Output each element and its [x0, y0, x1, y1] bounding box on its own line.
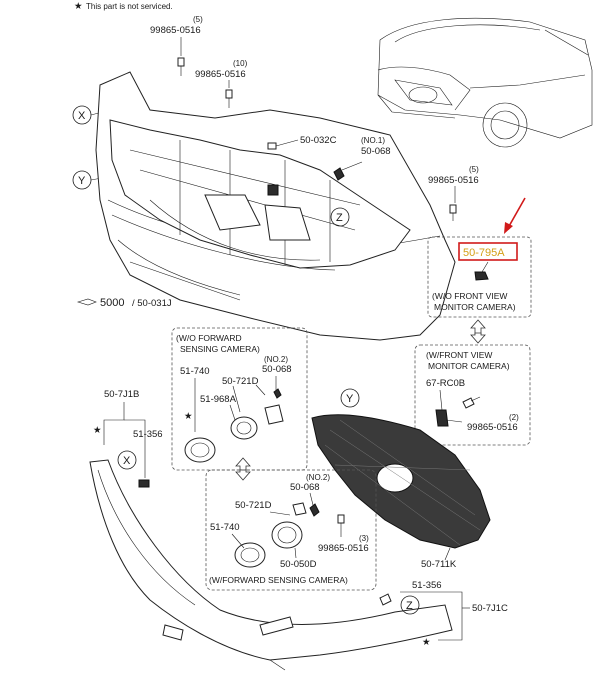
- note-star: ★: [74, 1, 83, 12]
- bolt-top-1: [177, 57, 185, 76]
- label-50-721d-a: 50-721D: [222, 376, 259, 387]
- label-50-068: 50-068: [361, 146, 391, 157]
- label-50-795a: 50-795A: [463, 247, 505, 259]
- bolt-fwd-qty: (3): [359, 534, 369, 543]
- label-50-721d-b: 50-721D: [235, 500, 272, 511]
- clip-50-068-b: [309, 492, 320, 517]
- bolt-right-label: 99865-0516: [428, 175, 479, 186]
- label-50-7j1b: 50-7J1B: [104, 389, 139, 400]
- bolt-top-qty: (5): [193, 15, 203, 24]
- label-50-068-b: 50-068: [290, 482, 320, 493]
- w-front-view-2: MONITOR CAMERA): [428, 361, 510, 371]
- bolt-right-qty: (5): [469, 165, 479, 174]
- double-arrow-middle: [235, 457, 251, 481]
- clip-50-068-a: [255, 376, 282, 399]
- w-forward-label: (W/FORWARD SENSING CAMERA): [209, 575, 348, 585]
- wo-front-view-2: MONITOR CAMERA): [434, 302, 516, 312]
- bolt-fwd: [337, 514, 345, 537]
- wo-front-view-1: (W/O FRONT VIEW: [432, 291, 507, 301]
- callout-z-top: [330, 207, 350, 227]
- clip-50-068-no1: [333, 161, 363, 181]
- label-no2-a: (NO.2): [264, 355, 288, 364]
- star-c: ★: [422, 637, 431, 648]
- callout-y-grille: [340, 388, 360, 408]
- label-5000: 5000: [100, 297, 124, 309]
- label-51-740-b: 51-740: [210, 522, 240, 533]
- emblem-a: [230, 416, 258, 440]
- callout-y-grille-label: Y: [346, 393, 354, 405]
- red-arrow-head: [504, 222, 513, 234]
- star-b: ★: [93, 425, 102, 436]
- emblem-b: [271, 521, 303, 549]
- wo-forward-2: SENSING CAMERA): [180, 344, 260, 354]
- callout-x-top-label: X: [78, 110, 86, 122]
- box-wo-forward-sensing: [171, 327, 308, 471]
- callout-z-lower: [400, 595, 420, 615]
- callout-z-top-label: Z: [336, 212, 343, 224]
- bolt-cam-qty: (2): [509, 413, 519, 422]
- callout-z-lower-label: Z: [406, 600, 413, 612]
- label-50-068-a: 50-068: [262, 364, 292, 375]
- box-w-front-view: [414, 344, 531, 446]
- emblem-cover-b: [231, 533, 266, 568]
- red-arrow: [507, 197, 526, 229]
- wo-forward-1: (W/O FORWARD: [176, 333, 242, 343]
- part-50-795a: [474, 271, 489, 281]
- double-arrow-right: [470, 319, 486, 344]
- bracket-50-721d-b: [269, 502, 307, 516]
- highlight-box: [458, 242, 518, 261]
- box-wo-front-view: [427, 236, 532, 318]
- clip-50-032c: [267, 139, 299, 150]
- label-no2-b: (NO.2): [306, 473, 330, 482]
- bolt-top2-qty: (10): [233, 59, 248, 68]
- w-front-view-1: (W/FRONT VIEW: [426, 350, 492, 360]
- bolt-cam-label: 99865-0516: [467, 422, 518, 433]
- label-51-740-a: 51-740: [180, 366, 210, 377]
- bolt-fwd-label: 99865-0516: [318, 543, 369, 554]
- callout-y-left-label: Y: [78, 175, 86, 187]
- bolt-right: [449, 186, 457, 221]
- label-50-031j: / 50-031J: [132, 298, 172, 309]
- front-view-camera: [435, 409, 463, 427]
- front-bumper: [95, 71, 456, 341]
- note-text: This part is not serviced.: [86, 2, 173, 11]
- label-51-356-a: 51-356: [133, 429, 163, 440]
- bolt-top-label: 99865-0516: [150, 25, 201, 36]
- label-67-rc0b: 67-RC0B: [426, 378, 465, 389]
- callout-x-lower-label: X: [123, 455, 131, 467]
- emblem-cover-a: [184, 437, 216, 463]
- bracket-50-721d-a: [264, 404, 284, 425]
- label-51-968a: 51-968A: [200, 394, 237, 405]
- lower-lip: [89, 459, 453, 671]
- reference-icon: [76, 298, 97, 306]
- label-50-050d: 50-050D: [280, 559, 317, 570]
- star-a: ★: [184, 411, 193, 422]
- box-w-forward-sensing: [205, 469, 377, 591]
- label-51-356-b: 51-356: [412, 580, 442, 591]
- bolt-top-2: [225, 89, 233, 108]
- label-50-032c: 50-032C: [300, 135, 337, 146]
- bolt-camera: [462, 396, 481, 409]
- label-50-711k: 50-711K: [421, 559, 457, 570]
- label-no1: (NO.1): [361, 136, 385, 145]
- label-50-7j1c: 50-7J1C: [472, 603, 508, 614]
- bolt-top2-label: 99865-0516: [195, 69, 246, 80]
- car-thumbnail: [377, 17, 593, 148]
- callout-x-lower: [117, 450, 137, 470]
- grille: [311, 414, 491, 549]
